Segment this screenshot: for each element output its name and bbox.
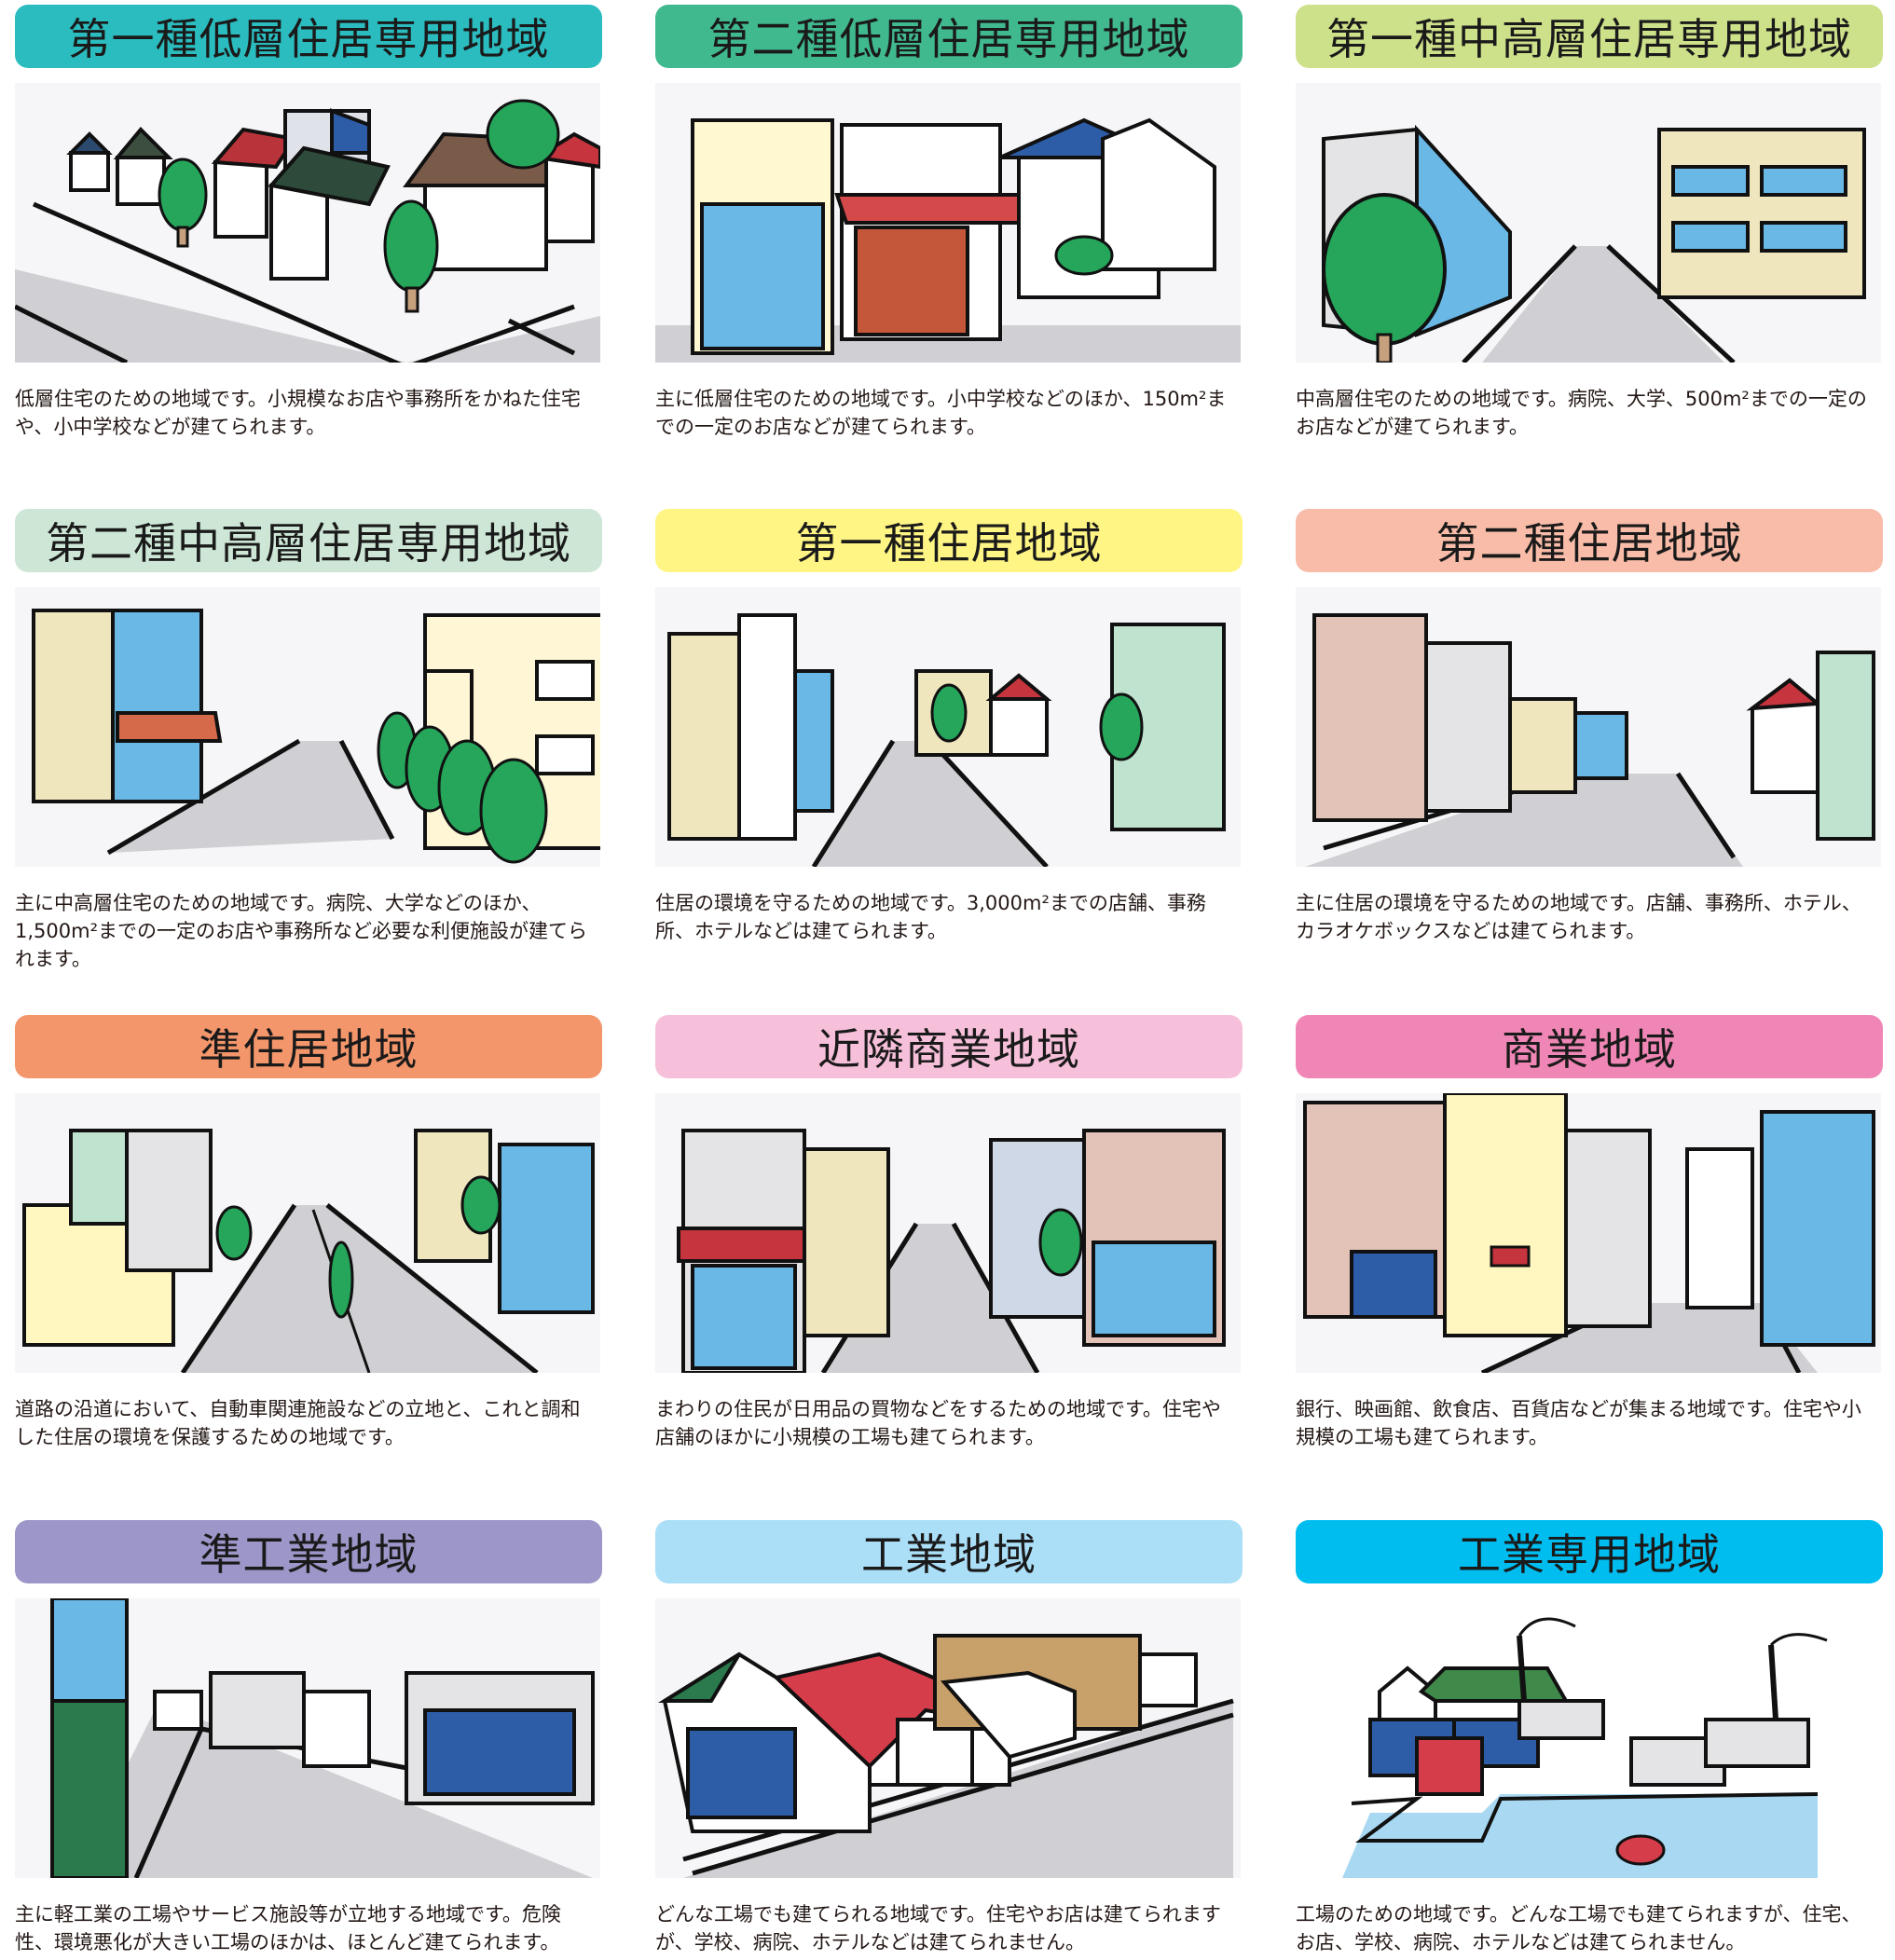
residential-illustration (655, 587, 1241, 867)
zone-description: 主に中高層住宅のための地域です。病院、大学などのほか、1,500m²までの一定の… (15, 892, 587, 970)
zone-description: 住居の環境を守るための地域です。3,000m²までの店舗、事務所、ホテルなどは建… (655, 892, 1206, 942)
zone-title: 商業地域 (1296, 1015, 1883, 1078)
residential2-illustration (1296, 587, 1881, 867)
zone-card-category1-mid-high-rise: 第一種中高層住居専用地域 中高層住宅のための地域です。病院、大学、500m²まで… (1296, 5, 1883, 441)
zone-card-category2-low-rise: 第二種低層住居専用地域 主に低層住宅のための地域です。小中学校などのほか、150… (655, 5, 1243, 441)
zone-description: 主に低層住宅のための地域です。小中学校などのほか、150m²までの一定のお店など… (655, 388, 1227, 438)
zone-description: 主に軽工業の工場やサービス施設等が立地する地域です。危険性、環境悪化が大きい工場… (15, 1903, 561, 1953)
zone-description: どんな工場でも建てられる地域です。住宅やお店は建てられますが、学校、病院、ホテル… (655, 1903, 1221, 1953)
zone-description: 低層住宅のための地域です。小規模なお店や事務所をかねた住宅や、小中学校などが建て… (15, 388, 581, 438)
zone-card-neighborhood-commercial: 近隣商業地域 まわりの住民が日用品の買物などをするための地域です。住宅や店舗のほ… (655, 1015, 1243, 1451)
zone-card-quasi-residential: 準住居地域 道路の沿道において、自動車関連施設などの立地と、これと調和した住居の… (15, 1015, 602, 1451)
zone-description: 銀行、映画館、飲食店、百貨店などが集まる地域です。住宅や小規模の工場も建てられま… (1296, 1398, 1861, 1448)
low-rise-houses-illustration (15, 83, 600, 363)
zone-card-category1-low-rise: 第一種低層住居専用地域 低層住宅のための地域です。小規模なお店や事務所を (15, 5, 602, 441)
zone-title: 第二種住居地域 (1296, 509, 1883, 572)
zone-card-quasi-industrial: 準工業地域 主に軽工業の工場やサービス施設等が立地する地域です。危険性、環境悪化… (15, 1520, 602, 1956)
zone-title: 第一種低層住居専用地域 (15, 5, 602, 68)
zone-card-exclusive-industrial: 工業専用地域 工場のための地域です。どんな工場でも建てられますが、住宅、お店、 (1296, 1520, 1883, 1956)
zone-description: まわりの住民が日用品の買物などをするための地域です。住宅や店舗のほかに小規模の工… (655, 1398, 1221, 1448)
low-rise-shop-illustration (655, 83, 1241, 363)
exclusive-industrial-illustration (1296, 1598, 1881, 1878)
zone-card-commercial: 商業地域 銀行、映画館、飲食店、百貨店などが集まる地域です。住宅や小規模の工場も… (1296, 1015, 1883, 1451)
zone-title: 第二種低層住居専用地域 (655, 5, 1243, 68)
zone-title: 近隣商業地域 (655, 1015, 1243, 1078)
zone-description: 主に住居の環境を守るための地域です。店舗、事務所、ホテル、カラオケボックスなどは… (1296, 892, 1861, 942)
zone-card-industrial: 工業地域 どんな工場でも建てられる地域です。住宅やお店は建てられますが、学校、病… (655, 1520, 1243, 1956)
zone-card-category2-residential: 第二種住居地域 主に住居の環境を守るための地域です。店舗、事務所、ホテル、カラオ… (1296, 509, 1883, 945)
zone-description: 工場のための地域です。どんな工場でも建てられますが、住宅、お店、学校、病院、ホテ… (1296, 1903, 1861, 1953)
zone-title: 工業専用地域 (1296, 1520, 1883, 1583)
zone-description: 道路の沿道において、自動車関連施設などの立地と、これと調和した住居の環境を保護す… (15, 1398, 581, 1448)
zone-card-category2-mid-high-rise: 第二種中高層住居専用地域 主に中高層住宅のための地域です。病院、大学などのほか、… (15, 509, 602, 973)
zone-title: 工業地域 (655, 1520, 1243, 1583)
quasi-residential-illustration (15, 1093, 600, 1373)
zone-title: 第二種中高層住居専用地域 (15, 509, 602, 572)
mid-rise-trees-illustration (15, 587, 600, 867)
zone-description: 中高層住宅のための地域です。病院、大学、500m²までの一定のお店などが建てられ… (1296, 388, 1867, 438)
zone-title: 第一種住居地域 (655, 509, 1243, 572)
zone-card-category1-residential: 第一種住居地域 住居の環境を守るための地域です。3,000m²までの店舗、事務所… (655, 509, 1243, 945)
quasi-industrial-illustration (15, 1598, 600, 1878)
industrial-illustration (655, 1598, 1241, 1878)
neighborhood-commercial-illustration (655, 1093, 1241, 1373)
mid-rise-illustration (1296, 83, 1881, 363)
commercial-illustration (1296, 1093, 1881, 1373)
zone-title: 第一種中高層住居専用地域 (1296, 5, 1883, 68)
zone-title: 準工業地域 (15, 1520, 602, 1583)
zone-title: 準住居地域 (15, 1015, 602, 1078)
